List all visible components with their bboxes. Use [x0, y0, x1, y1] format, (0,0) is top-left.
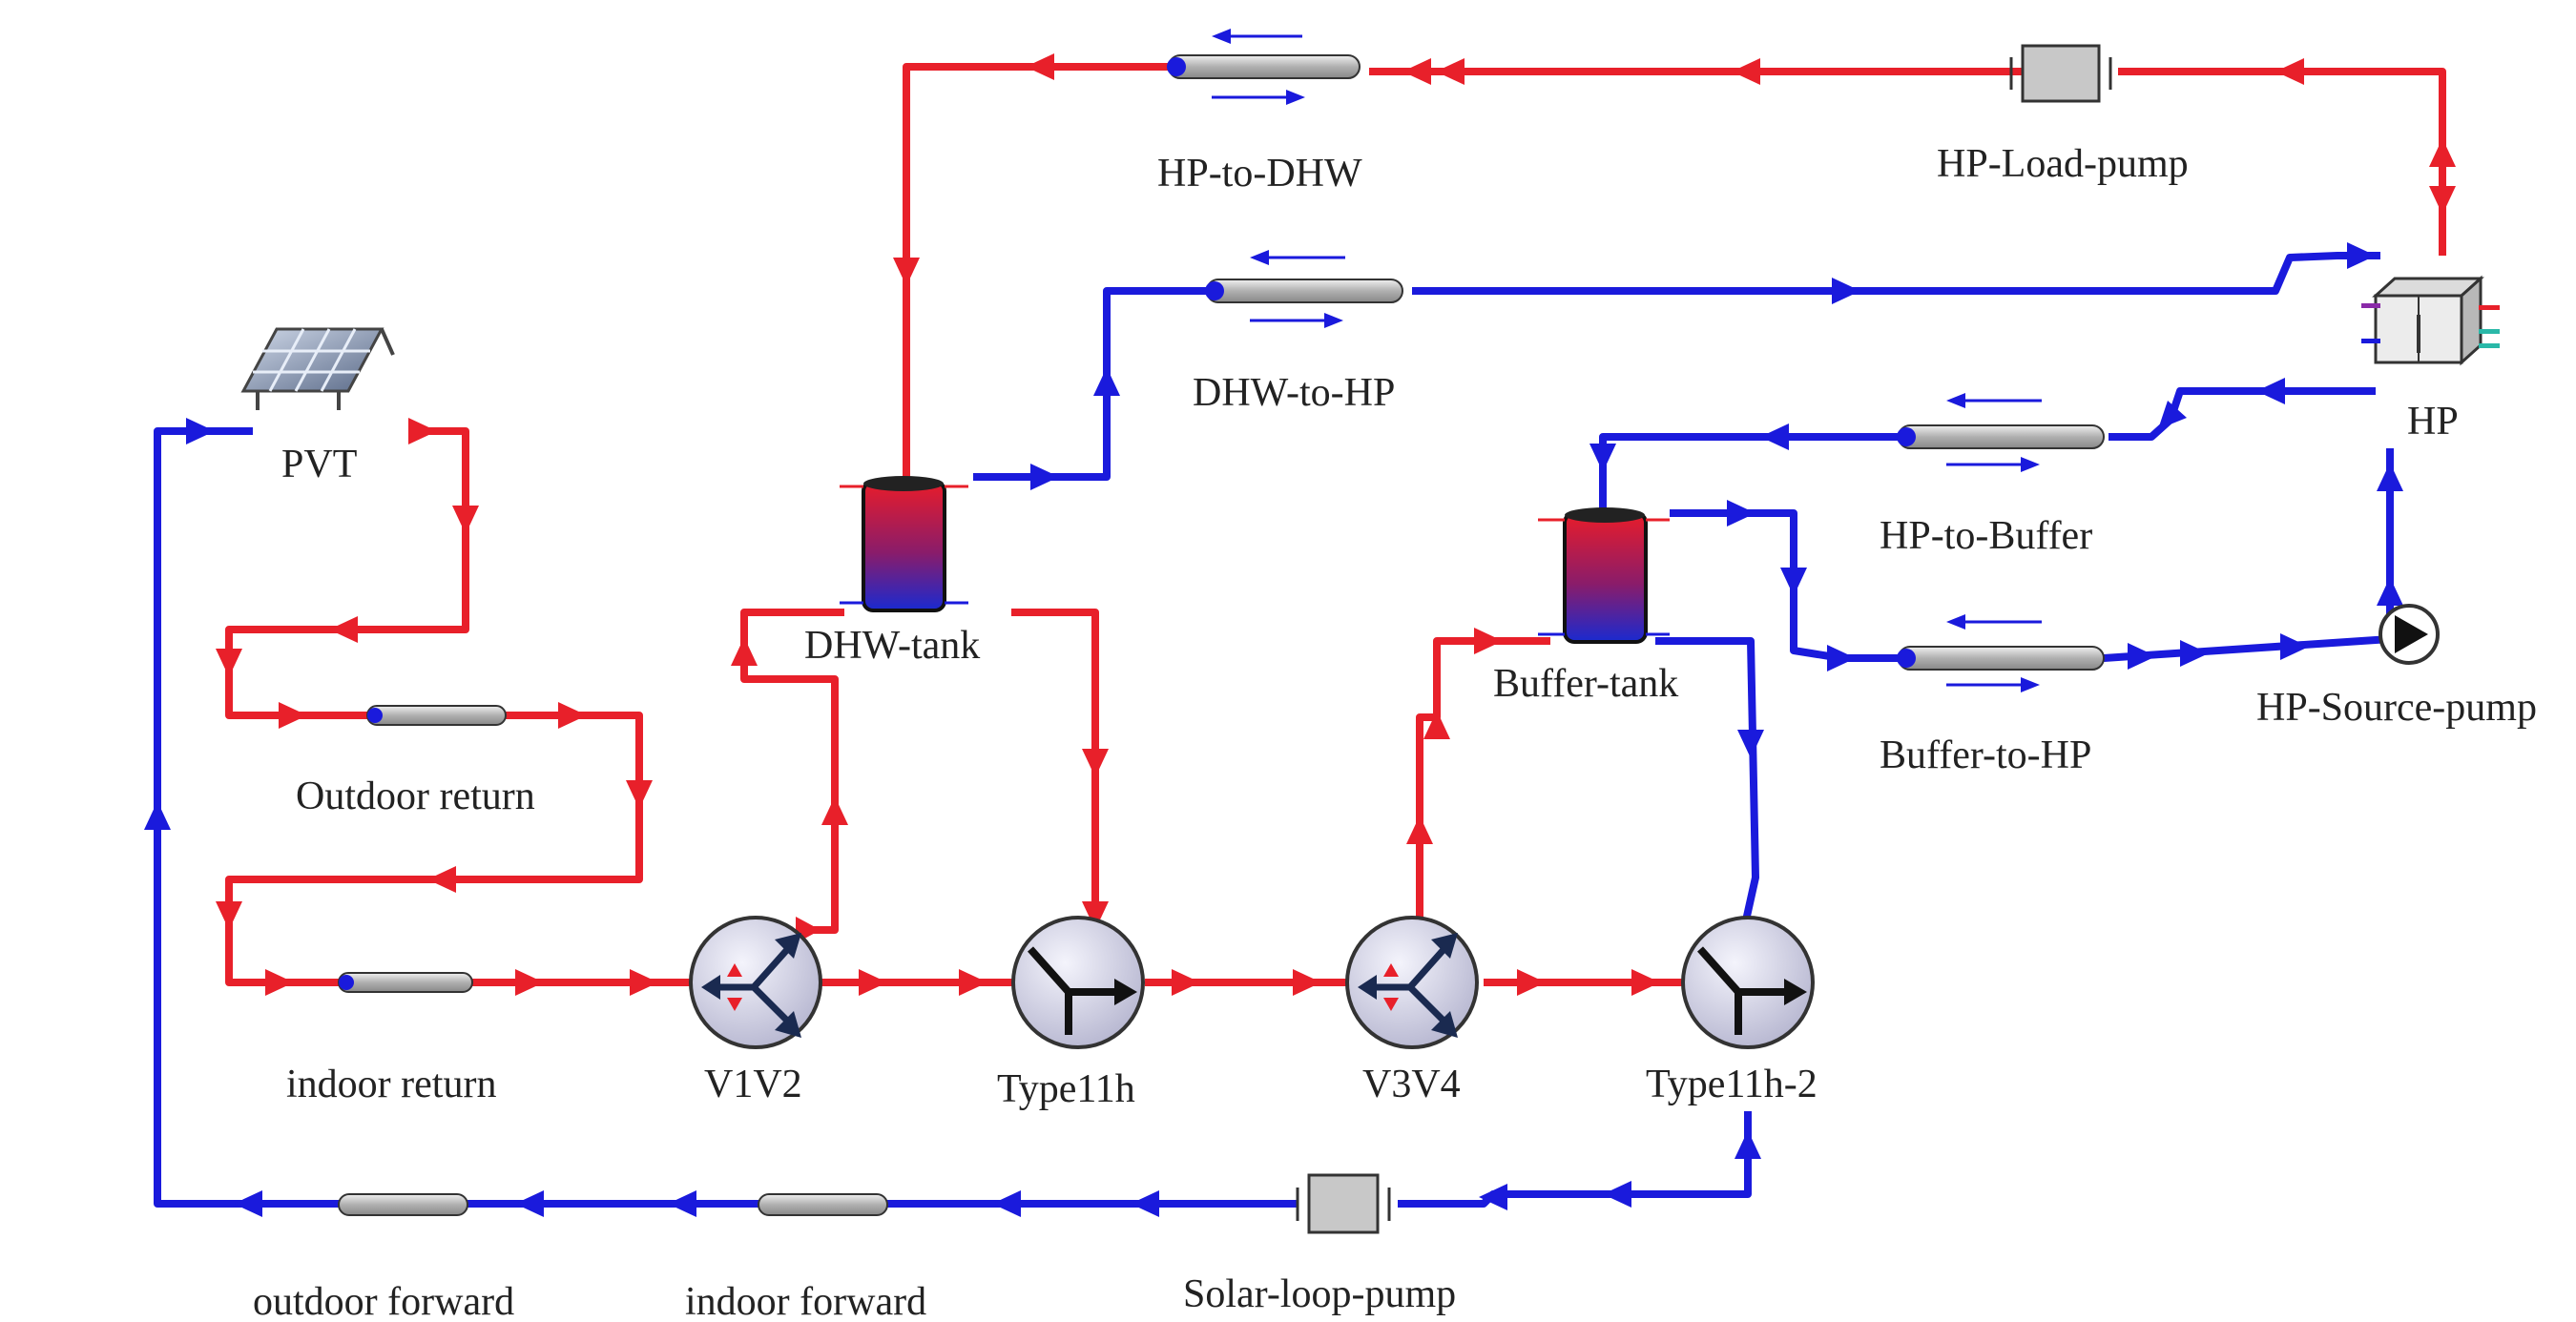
pipe-indoor-return — [338, 972, 473, 993]
label-hp-source-pump: HP-Source-pump — [2256, 686, 2537, 730]
solar-loop-pump — [1296, 1173, 1391, 1234]
dhw-tank-icon — [840, 476, 968, 612]
label-pvt: PVT — [281, 443, 357, 486]
label-outdoor-forward: outdoor forward — [253, 1280, 514, 1322]
label-hp-to-dhw: HP-to-DHW — [1157, 152, 1362, 196]
label-v3v4: V3V4 — [1362, 1063, 1461, 1106]
valve-type11h-2-icon — [1681, 916, 1815, 1049]
pipe-indoor-forward — [758, 1193, 888, 1216]
pipe-hp-to-dhw — [1167, 29, 1361, 105]
label-outdoor-return: Outdoor return — [296, 775, 535, 818]
heat-pump-icon — [2361, 275, 2500, 366]
buffer-tank-icon — [1538, 507, 1670, 644]
label-v1v2: V1V2 — [704, 1063, 802, 1106]
pipe-outdoor-forward — [338, 1193, 468, 1216]
hot-pipes — [225, 63, 2446, 986]
pipe-outdoor-return — [366, 705, 507, 726]
label-hp-load-pump: HP-Load-pump — [1937, 142, 2189, 186]
hp-load-pump — [2009, 44, 2112, 103]
label-indoor-forward: indoor forward — [685, 1280, 926, 1322]
valve-type11h-icon — [1011, 916, 1145, 1049]
pipe-buffer-to-hp — [1897, 614, 2105, 692]
label-dhw-tank: DHW-tank — [804, 624, 980, 668]
label-hp-to-buffer: HP-to-Buffer — [1880, 514, 2092, 558]
valve-v3v4-icon — [1345, 916, 1479, 1049]
label-indoor-return: indoor return — [286, 1063, 496, 1106]
valve-v1v2-icon — [689, 916, 822, 1049]
pipe-hp-to-buffer — [1897, 393, 2105, 472]
label-type11h-2: Type11h-2 — [1646, 1063, 1818, 1106]
flow-arrows — [144, 53, 2456, 1217]
hp-source-pump — [2379, 604, 2440, 665]
pipe-dhw-to-hp — [1205, 250, 1403, 328]
label-solar-loop-pump: Solar-loop-pump — [1183, 1272, 1456, 1316]
label-type11h: Type11h — [997, 1067, 1135, 1111]
label-buffer-tank: Buffer-tank — [1493, 662, 1678, 706]
pvt-panel-icon — [240, 327, 395, 410]
label-hp: HP — [2407, 400, 2459, 444]
label-buffer-to-hp: Buffer-to-HP — [1880, 733, 2091, 777]
label-dhw-to-hp: DHW-to-HP — [1193, 371, 1395, 415]
component-labels: HP-to-DHW HP-Load-pump DHW-to-HP PVT HP … — [253, 142, 2537, 1322]
